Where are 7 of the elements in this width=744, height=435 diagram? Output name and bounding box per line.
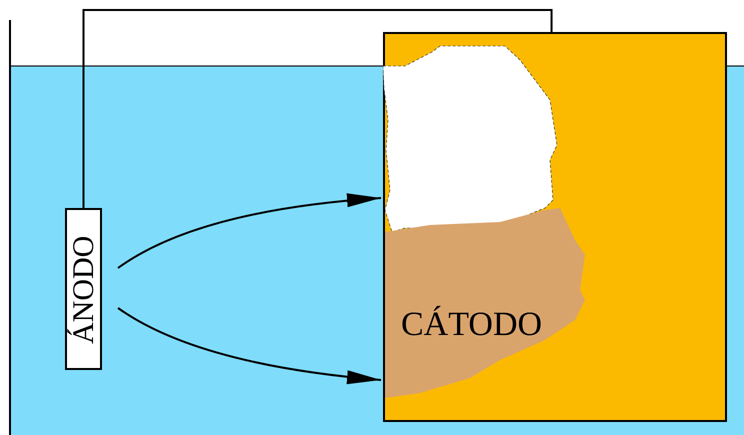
anode-label: ÁNODO xyxy=(67,234,100,346)
anode-bar xyxy=(65,208,102,370)
arrow xyxy=(117,194,382,269)
cathode-block xyxy=(383,32,727,422)
arrow xyxy=(117,307,382,384)
cathode-label: CÁTODO xyxy=(401,306,542,344)
connecting-wire xyxy=(82,9,553,208)
